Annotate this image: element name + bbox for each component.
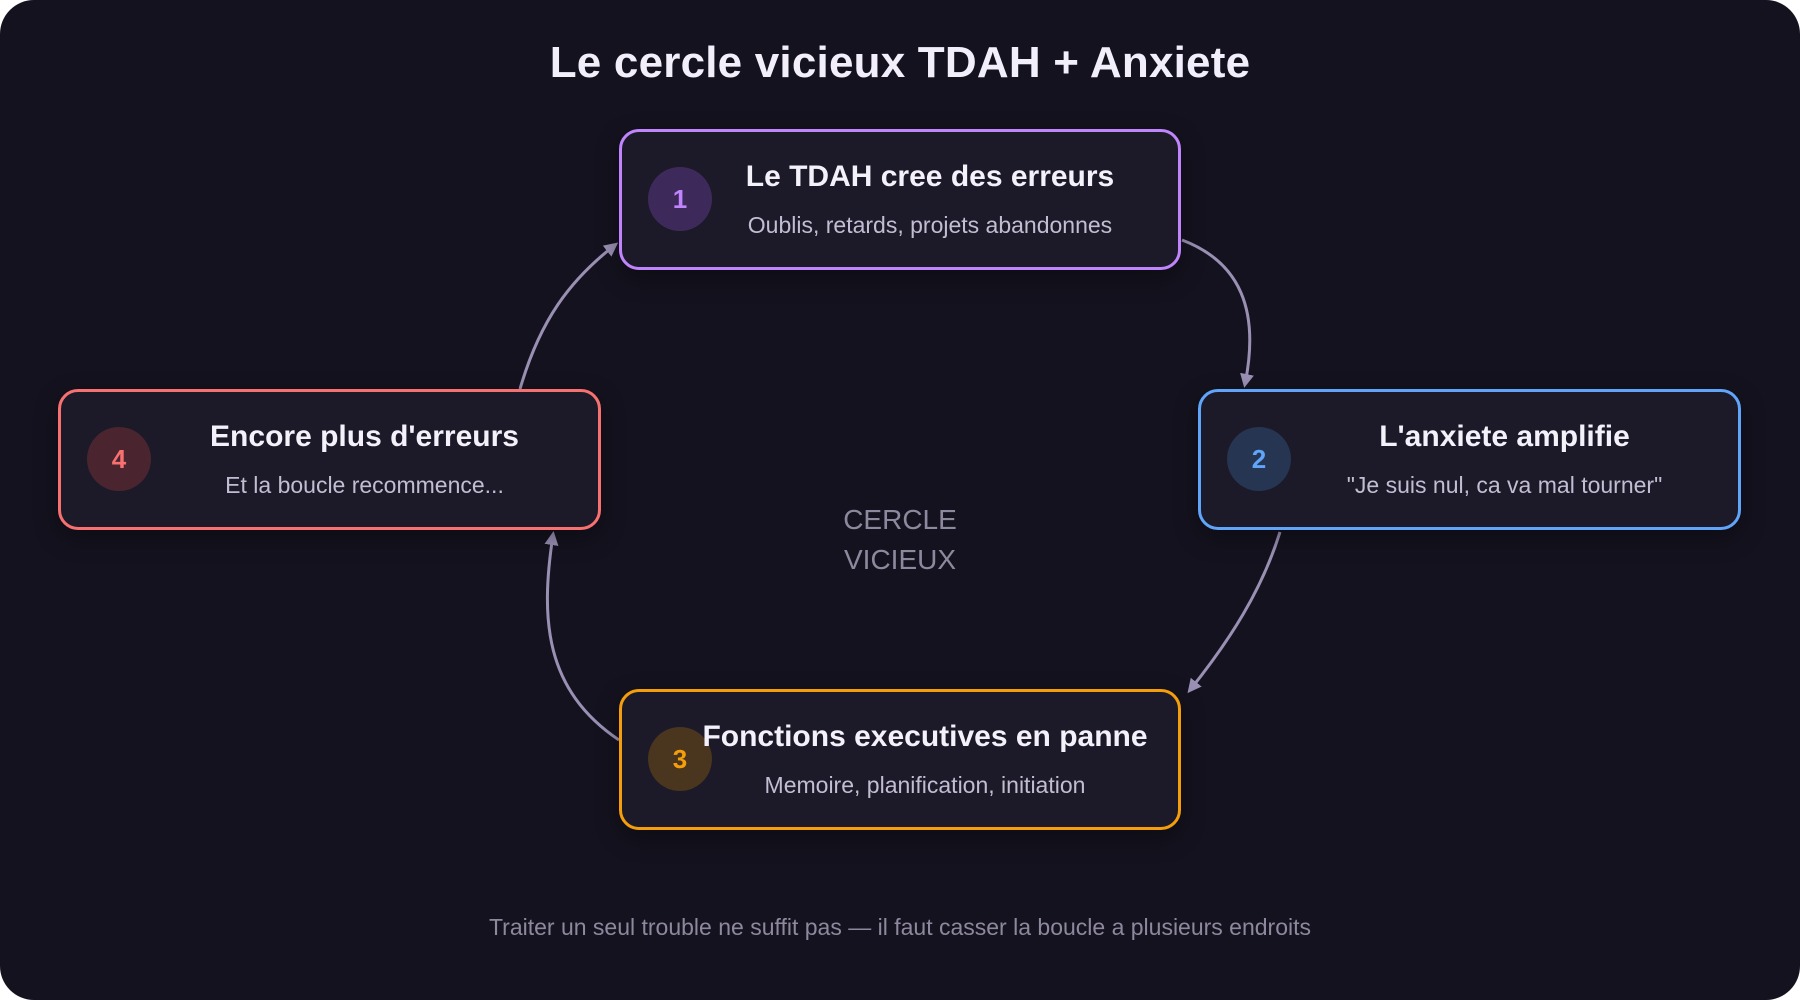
step-1-subtitle: Oublis, retards, projets abandonnes	[747, 212, 1113, 238]
diagram-title: Le cercle vicieux TDAH + Anxiete	[549, 38, 1251, 87]
step-3-box: 3 Fonctions executives en panne Memoire,…	[619, 689, 1181, 830]
center-label: CERCLE VICIEUX	[800, 500, 1000, 580]
step-2-number-badge: 2	[1227, 427, 1291, 491]
center-label-line-2: VICIEUX	[843, 544, 957, 575]
arrow-2-to-3	[1187, 531, 1282, 694]
footer-note: Traiter un seul trouble ne suffit pas — …	[488, 914, 1312, 940]
step-1-number-badge: 1	[648, 167, 712, 231]
center-label-line-1: CERCLE	[843, 504, 957, 535]
step-4-subtitle: Et la boucle recommence...	[225, 472, 504, 498]
step-1-title: Le TDAH cree des erreurs	[745, 160, 1115, 193]
step-2-title: L'anxiete amplifie	[1379, 420, 1630, 453]
step-4-box: 4 Encore plus d'erreurs Et la boucle rec…	[58, 389, 601, 530]
step-3-title: Fonctions executives en panne	[702, 720, 1148, 753]
step-2-subtitle: "Je suis nul, ca va mal tourner"	[1346, 472, 1663, 498]
arrow-1-to-2	[1181, 238, 1254, 388]
step-3-number-badge: 3	[648, 727, 712, 791]
step-2-box: 2 L'anxiete amplifie "Je suis nul, ca va…	[1198, 389, 1741, 530]
step-1-box: 1 Le TDAH cree des erreurs Oublis, retar…	[619, 129, 1181, 270]
step-4-number-badge: 4	[87, 427, 151, 491]
arrow-4-to-1	[518, 242, 619, 390]
step-3-subtitle: Memoire, planification, initiation	[764, 772, 1086, 798]
arrow-3-to-4	[544, 531, 620, 742]
step-4-title: Encore plus d'erreurs	[210, 420, 519, 453]
